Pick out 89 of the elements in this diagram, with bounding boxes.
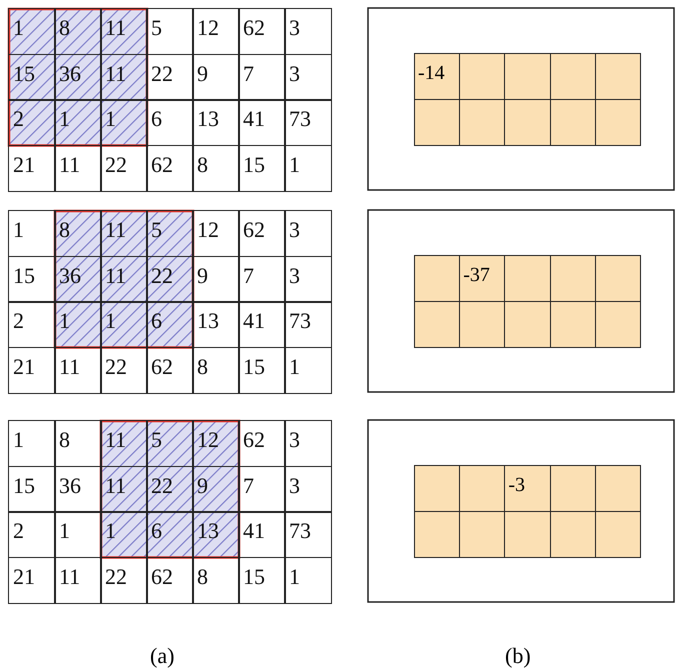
table-cell: 8 xyxy=(192,346,240,394)
table-cell: 62 xyxy=(146,346,194,394)
table-cell: 3 xyxy=(284,54,332,100)
table-cell: 7 xyxy=(238,466,286,512)
table-cell: 3 xyxy=(284,8,332,55)
table-cell: 9 xyxy=(192,54,240,100)
table-cell: 11 xyxy=(100,420,148,467)
table-cell: 73 xyxy=(284,301,332,348)
table-cell: 1 xyxy=(100,511,148,558)
table-cell: 22 xyxy=(146,54,194,100)
table-cell: 13 xyxy=(192,511,240,558)
table-cell: 15 xyxy=(8,466,56,512)
table-cell: 12 xyxy=(192,210,240,257)
table-cell: 1 xyxy=(8,8,56,55)
table-cell: 11 xyxy=(54,556,102,604)
table-cell: 15 xyxy=(8,256,56,302)
table-cell: 11 xyxy=(100,256,148,302)
table-cell: 13 xyxy=(192,301,240,348)
table-cell: 15 xyxy=(8,54,56,100)
table-cell: 1 xyxy=(100,99,148,146)
table-cell: 21 xyxy=(8,556,56,604)
table-cell: 21 xyxy=(8,144,56,192)
table-cell: 62 xyxy=(238,8,286,55)
table-cell: 11 xyxy=(100,210,148,257)
table-cell: 3 xyxy=(284,256,332,302)
table-cell: 62 xyxy=(146,144,194,192)
table-cell: 36 xyxy=(54,466,102,512)
table-cell: 15 xyxy=(238,556,286,604)
table-cell: 22 xyxy=(146,256,194,302)
table-cell: 73 xyxy=(284,99,332,146)
table-cell: 8 xyxy=(192,144,240,192)
table-cell: 5 xyxy=(146,8,194,55)
table-cell: 2 xyxy=(8,511,56,558)
table-cell: 1 xyxy=(284,144,332,192)
table-cell: 41 xyxy=(238,99,286,146)
table-cell: 8 xyxy=(54,8,102,55)
table-cell: 5 xyxy=(146,210,194,257)
table-cell: 11 xyxy=(100,54,148,100)
table-cell: 3 xyxy=(284,420,332,467)
table-cell: 15 xyxy=(238,346,286,394)
table-cell: 13 xyxy=(192,99,240,146)
table-cell: 1 xyxy=(54,301,102,348)
table-cell: 9 xyxy=(192,466,240,512)
table-cell: 11 xyxy=(100,8,148,55)
table-cell: 7 xyxy=(238,54,286,100)
table-cell: 3 xyxy=(284,210,332,257)
table-cell: 6 xyxy=(146,99,194,146)
table-cell: 8 xyxy=(192,556,240,604)
table-cell: 11 xyxy=(54,144,102,192)
table-cell: 11 xyxy=(54,346,102,394)
table-cell: 1 xyxy=(54,511,102,558)
table-cell: 62 xyxy=(146,556,194,604)
table-cell: 3 xyxy=(284,466,332,512)
table-cell: 12 xyxy=(192,420,240,467)
table-cell: 1 xyxy=(8,210,56,257)
table-cell: 73 xyxy=(284,511,332,558)
table-cell: 22 xyxy=(100,346,148,394)
panel-caption: (b) xyxy=(505,643,531,669)
table-cell: 15 xyxy=(238,144,286,192)
table-cell: 22 xyxy=(100,556,148,604)
table-cell: 2 xyxy=(8,99,56,146)
output-value-cell: -14 xyxy=(414,53,461,100)
table-cell: 62 xyxy=(238,420,286,467)
table-cell: 22 xyxy=(146,466,194,512)
table-cell: 2 xyxy=(8,301,56,348)
table-cell: 1 xyxy=(100,301,148,348)
table-cell: 1 xyxy=(54,99,102,146)
panel-caption: (a) xyxy=(150,643,174,669)
table-cell: 12 xyxy=(192,8,240,55)
table-cell: 1 xyxy=(8,420,56,467)
table-cell: 1 xyxy=(284,346,332,394)
table-cell: 41 xyxy=(238,511,286,558)
table-cell: 8 xyxy=(54,210,102,257)
output-value-cell: -37 xyxy=(459,255,506,302)
table-cell: 62 xyxy=(238,210,286,257)
table-cell: 21 xyxy=(8,346,56,394)
table-cell: 36 xyxy=(54,54,102,100)
table-cell: 9 xyxy=(192,256,240,302)
table-cell: 22 xyxy=(100,144,148,192)
table-cell: 36 xyxy=(54,256,102,302)
table-cell: 11 xyxy=(100,466,148,512)
table-cell: 5 xyxy=(146,420,194,467)
output-value-cell: -3 xyxy=(504,465,552,512)
table-cell: 41 xyxy=(238,301,286,348)
table-cell: 6 xyxy=(146,511,194,558)
table-cell: 8 xyxy=(54,420,102,467)
table-cell: 1 xyxy=(284,556,332,604)
table-cell: 7 xyxy=(238,256,286,302)
table-cell: 6 xyxy=(146,301,194,348)
